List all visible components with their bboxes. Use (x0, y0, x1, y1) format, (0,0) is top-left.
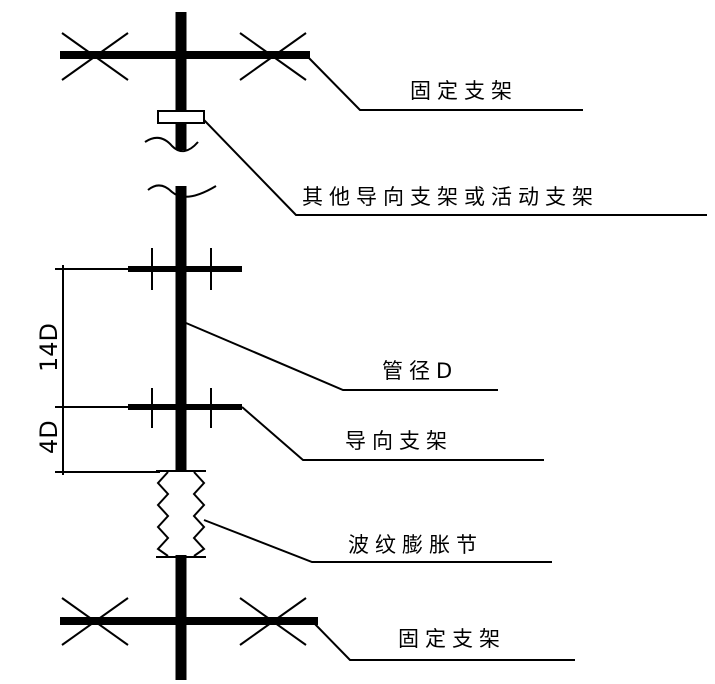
leader-other-supports (203, 119, 707, 216)
fixed-support-bottom (60, 597, 318, 646)
guide-support-upper (128, 248, 242, 290)
dimension-lower-spacing: 4D (35, 420, 63, 454)
bellows-expansion-joint (156, 470, 206, 558)
leader-fixed-support-bottom (311, 620, 575, 661)
leader-lines (185, 54, 707, 661)
leader-bellows-joint (203, 519, 552, 563)
dimension-lines (55, 265, 160, 475)
guide-support-lower (128, 388, 242, 428)
label-fixed-support-bottom: 固定支架 (398, 627, 506, 651)
dimension-upper-spacing: 14D (35, 323, 63, 372)
fixed-support-top (60, 32, 310, 81)
pipe-break-symbol (144, 136, 217, 198)
leader-pipe-diameter (185, 322, 498, 391)
label-guide-support: 导向支架 (345, 429, 453, 453)
label-fixed-support-top: 固定支架 (410, 79, 518, 103)
leader-guide-support (241, 406, 544, 461)
sliding-support-marker (157, 110, 205, 124)
label-other-supports: 其他导向支架或活动支架 (302, 185, 599, 209)
label-pipe-diameter: 管径D (382, 359, 458, 383)
leader-fixed-support-top (305, 54, 583, 111)
label-bellows-joint: 波纹膨胀节 (348, 533, 483, 557)
